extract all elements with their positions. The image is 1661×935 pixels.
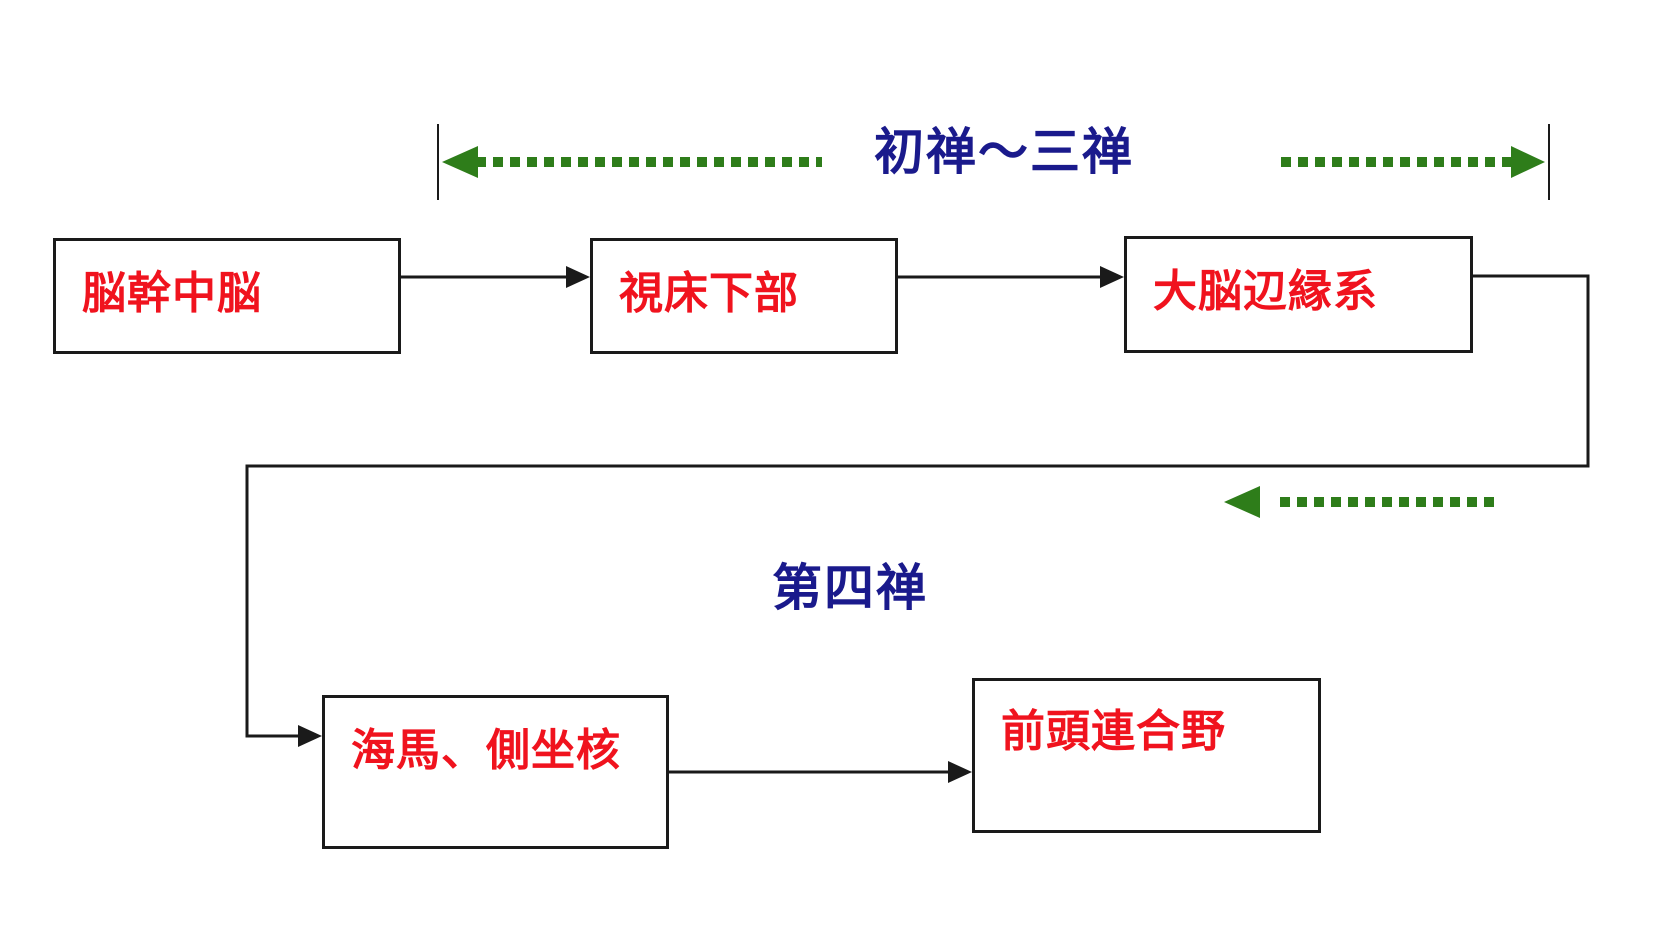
node-limbic: 大脳辺縁系 [1124,236,1473,353]
node-hypothalamus: 視床下部 [590,238,898,354]
arrowhead-hippocampus [298,725,322,747]
dotted-arrow-left-head [442,146,478,178]
node-hippocampus-label: 海馬、側坐核 [351,725,621,776]
node-brainstem-label: 脳幹中脳 [82,268,262,319]
range-label-first-to-third: 初禅～三禅 [874,123,1134,181]
arrowhead-hypothalamus [566,266,590,288]
node-hypothalamus-label: 視床下部 [619,268,799,319]
dotted-arrow-right-head [1511,146,1545,178]
arrowhead-limbic [1100,266,1124,288]
range-label-fourth: 第四禅 [772,559,928,617]
arrowhead-prefrontal [948,761,972,783]
arrow-limbic-to-hippocampus [245,274,1590,738]
dotted-arrow-fourth-head [1224,486,1260,518]
node-hippocampus: 海馬、側坐核 [322,695,669,849]
node-limbic-label: 大脳辺縁系 [1153,266,1378,317]
node-brainstem: 脳幹中脳 [53,238,401,354]
node-prefrontal: 前頭連合野 [972,678,1321,833]
node-prefrontal-label: 前頭連合野 [1001,706,1226,757]
